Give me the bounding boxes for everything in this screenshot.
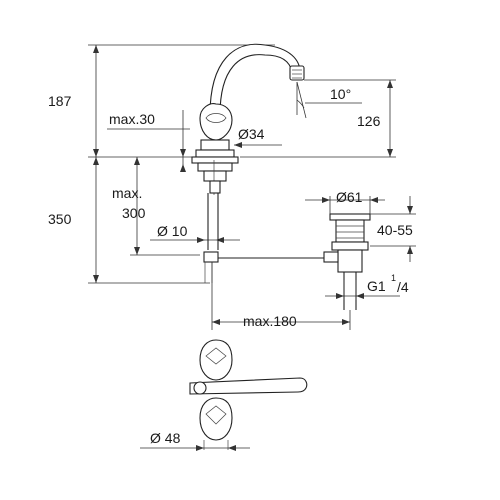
dim-diam-61: Ø61	[336, 189, 363, 205]
dimension-lines-left	[88, 44, 275, 284]
dim-height-350: 350	[48, 211, 72, 227]
dim-thread-g: G1	[367, 278, 386, 294]
dim-diam61-lines	[305, 196, 385, 214]
dim-max-30: max.30	[109, 111, 155, 127]
dim-max300-lines	[130, 157, 200, 256]
dim-thread-sup: 1	[391, 273, 396, 283]
dim-height-187: 187	[48, 93, 72, 109]
dim-diam-34: Ø34	[238, 126, 265, 142]
dim-diam48-lines	[140, 445, 250, 451]
dim-range-40-55: 40-55	[377, 222, 413, 238]
dim-diam-10: Ø 10	[157, 223, 188, 239]
dim-diam10-lines	[150, 237, 240, 243]
dim-max180-lines	[211, 262, 351, 330]
dim-thread-sub: /4	[397, 279, 409, 295]
faucet-side-view	[191, 43, 335, 283]
dim-angle-lines	[296, 81, 362, 119]
dim-max-180: max.180	[243, 313, 297, 329]
dim-126-lines	[240, 79, 396, 158]
dim-diam34-lines	[234, 142, 282, 148]
dim-angle-10: 10°	[330, 86, 351, 102]
dim-height-126: 126	[357, 113, 381, 129]
dim-thread-lines	[325, 280, 400, 300]
dim-40-55-lines	[370, 196, 416, 262]
dim-diam-48: Ø 48	[150, 430, 181, 446]
dim-max-label: max.	[112, 185, 142, 201]
dim-max30-lines	[107, 110, 190, 172]
faucet-top-view	[189, 339, 308, 450]
drain-assembly	[323, 213, 371, 310]
dim-max-300: 300	[122, 205, 146, 221]
